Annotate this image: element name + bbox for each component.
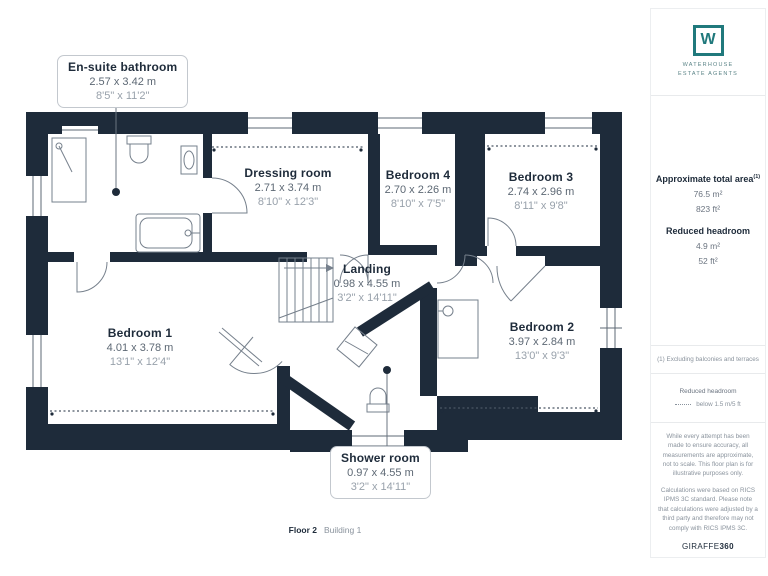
disclaimer-paragraph-2: Calculations were based on RICS IPMS 3C … <box>658 486 758 532</box>
agency-logo-icon: W <box>692 24 724 56</box>
stairs <box>278 257 334 323</box>
room-label-bedroom-1: Bedroom 1 4.01 x 3.78 m 13'1" x 12'4" <box>106 326 174 368</box>
toilet-showerroom <box>366 387 390 413</box>
shower-ensuite <box>51 137 87 203</box>
walls-group <box>26 112 622 452</box>
reduced-headroom-lines <box>50 145 598 412</box>
shower-showerroom <box>336 326 378 368</box>
door-gaps-group <box>74 178 545 266</box>
room-label-dressing-room: Dressing room 2.71 x 3.74 m 8'10" x 12'3… <box>244 166 332 208</box>
ceiling-light-dots <box>112 188 391 374</box>
total-area-title: Approximate total area(1) <box>655 174 761 185</box>
reduced-headroom-legend: Reduced headroom below 1.5 m/5 ft <box>651 374 765 423</box>
agency-logo: W WATERHOUSE ESTATE AGENTS <box>651 9 765 96</box>
room-label-bedroom-2: Bedroom 2 3.97 x 2.84 m 13'0" x 9'3" <box>508 320 576 362</box>
dotted-line-sample <box>675 403 692 405</box>
doors-group <box>76 177 546 374</box>
total-area-metric: 76.5 m² <box>693 189 723 200</box>
bathtub <box>135 213 201 253</box>
disclaimer-paragraph-1: While every attempt has been made to ens… <box>662 432 754 478</box>
info-sidebar: W WATERHOUSE ESTATE AGENTS Approximate t… <box>650 8 766 558</box>
disclaimer: While every attempt has been made to ens… <box>651 423 765 557</box>
room-label-bedroom-3: Bedroom 3 2.74 x 2.96 m 8'11" x 9'8" <box>507 170 575 212</box>
fixtures-group <box>51 135 479 413</box>
agency-wordmark: WATERHOUSE ESTATE AGENTS <box>677 61 739 77</box>
room-label-landing: Landing 0.98 x 4.55 m 3'2" x 14'11" <box>333 262 401 304</box>
reduced-headroom-title: Reduced headroom <box>665 226 750 237</box>
total-area-imperial: 823 ft² <box>695 204 721 215</box>
callout-shower-room: Shower room 0.97 x 4.55 m 3'2" x 14'11" <box>330 446 431 499</box>
giraffe360-brand: GIRAFFE360 <box>681 542 735 551</box>
floorplan-svg <box>26 98 622 452</box>
reduced-headroom-imperial: 52 ft² <box>698 256 718 267</box>
area-footnote: (1) Excluding balconies and terraces <box>651 346 765 374</box>
area-summary: Approximate total area(1) 76.5 m² 823 ft… <box>651 96 765 346</box>
toilet-ensuite <box>126 135 152 164</box>
callout-ensuite-bathroom: En-suite bathroom 2.57 x 3.42 m 8'5" x 1… <box>57 55 189 108</box>
reduced-headroom-metric: 4.9 m² <box>695 241 721 252</box>
dotted-end-ticks <box>50 147 598 416</box>
floor-number: Floor 2 <box>288 525 317 535</box>
room-label-bedroom-4: Bedroom 4 2.70 x 2.26 m 8'10" x 7'5" <box>384 168 452 210</box>
leader-lines <box>115 98 388 447</box>
shower-cubicle <box>437 299 479 359</box>
floor-label: Floor 2 Building 1 <box>240 525 410 535</box>
building-number: Building 1 <box>324 525 362 535</box>
sink-ensuite <box>180 145 198 175</box>
